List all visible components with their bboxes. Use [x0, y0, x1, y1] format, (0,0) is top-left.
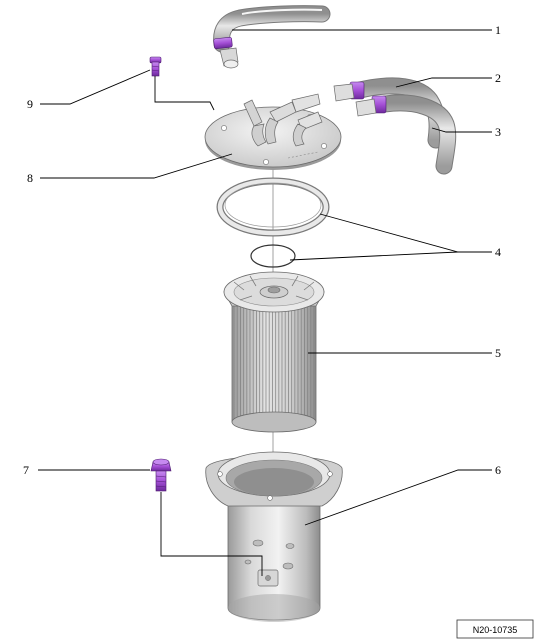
callout-3: 3 [495, 125, 501, 139]
o-ring-small-4 [250, 244, 296, 268]
callout-1: 1 [495, 23, 501, 37]
callout-9: 9 [27, 97, 33, 111]
callout-2: 2 [495, 71, 501, 85]
reference-code-box: N20-10735 [456, 619, 534, 639]
callout-8: 8 [27, 171, 33, 185]
seal-ring-large-4 [216, 177, 330, 237]
fuel-hose-1 [213, 5, 331, 69]
filter-housing-6 [205, 451, 343, 622]
callout-6: 6 [495, 463, 501, 477]
callout-5: 5 [495, 346, 501, 360]
filter-element-5 [223, 271, 325, 433]
callout-7: 7 [23, 463, 29, 477]
bolt-7 [150, 458, 172, 492]
filter-cover-flange-8 [204, 93, 342, 170]
fuel-hose-3 [355, 94, 457, 175]
leader-lines [38, 29, 492, 576]
reference-code: N20-10735 [473, 625, 518, 635]
callout-4: 4 [495, 245, 501, 259]
bolt-9 [149, 56, 162, 77]
